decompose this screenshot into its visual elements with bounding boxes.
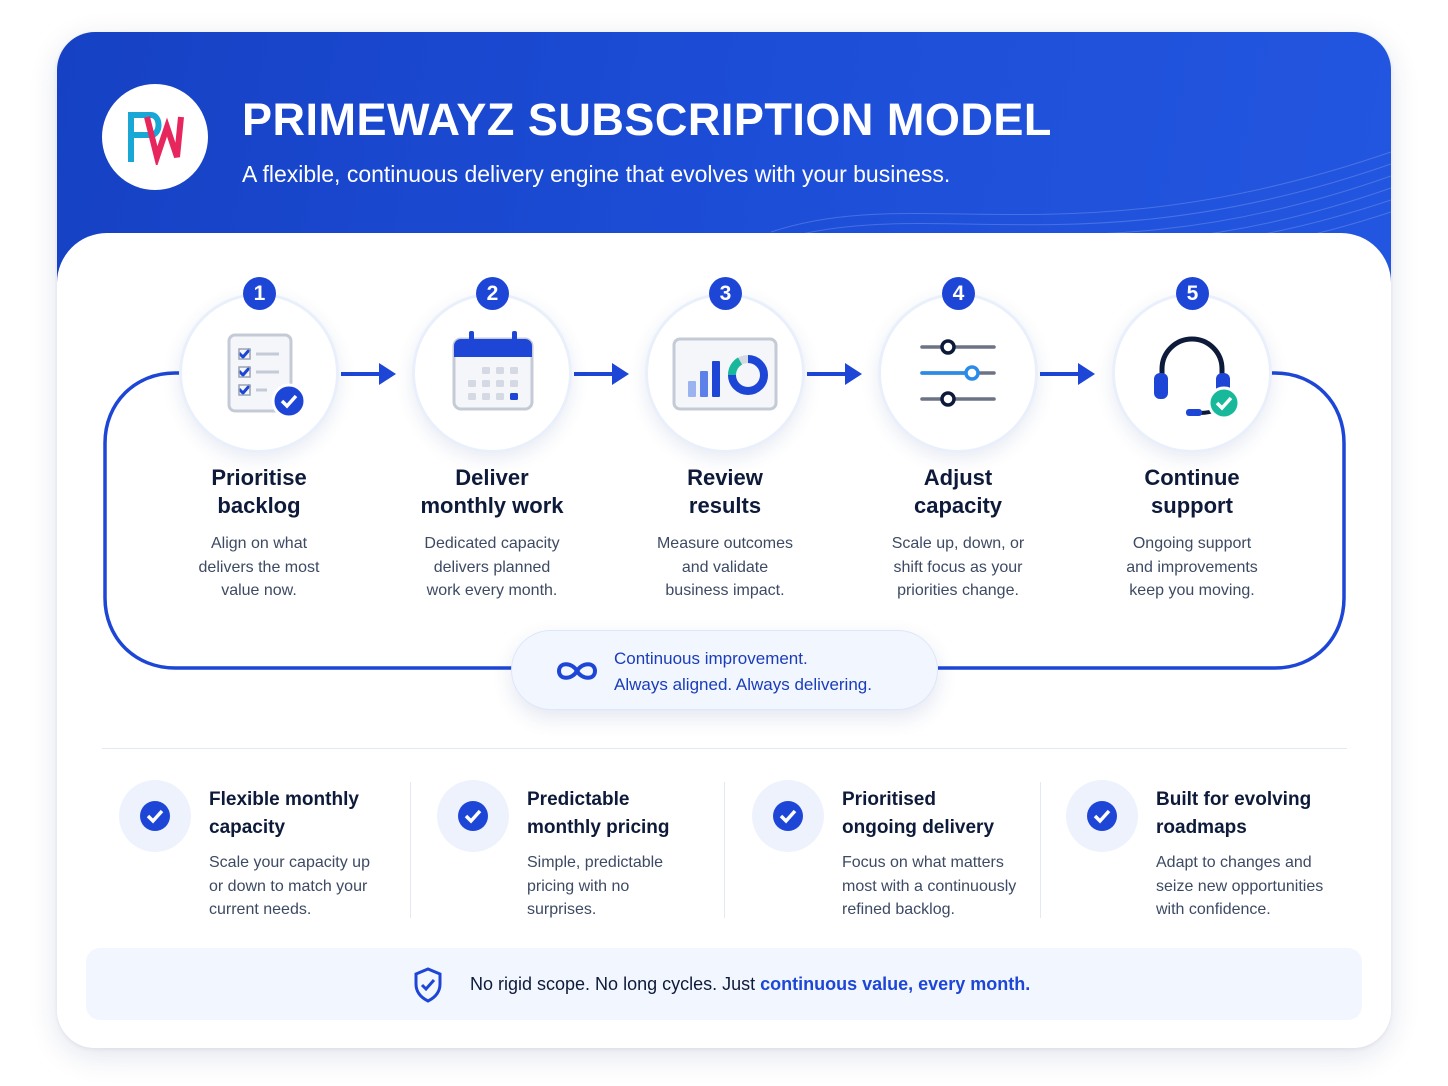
feature-check-circle bbox=[119, 780, 191, 852]
headset-icon bbox=[1154, 336, 1241, 420]
analytics-icon bbox=[672, 337, 778, 411]
arrow-right-icon bbox=[574, 363, 629, 385]
continuous-improvement-pill: Continuous improvement. Always aligned. … bbox=[511, 630, 938, 710]
calendar-icon bbox=[452, 331, 534, 411]
checklist-icon bbox=[227, 333, 307, 419]
step-icon-circle bbox=[1112, 293, 1272, 453]
loop-line-1: Continuous improvement. bbox=[614, 649, 808, 668]
check-circle-icon bbox=[140, 801, 170, 831]
feature-check-circle bbox=[752, 780, 824, 852]
page-subtitle: A flexible, continuous delivery engine t… bbox=[242, 161, 951, 187]
arrow-right-icon bbox=[807, 363, 862, 385]
arrow-right-icon bbox=[341, 363, 396, 385]
step-icon-circle bbox=[179, 293, 339, 453]
step-number-badge: 1 bbox=[243, 277, 276, 310]
step-number-badge: 2 bbox=[476, 277, 509, 310]
feature-check-circle bbox=[1066, 780, 1138, 852]
step-icon-circle bbox=[878, 293, 1038, 453]
loop-line-2: Always aligned. Always delivering. bbox=[614, 675, 872, 694]
check-circle-icon bbox=[1087, 801, 1117, 831]
shield-check-icon bbox=[414, 967, 442, 1003]
check-circle-icon bbox=[773, 801, 803, 831]
feature-separator bbox=[410, 782, 411, 918]
step-number-badge: 4 bbox=[942, 277, 975, 310]
infinity-icon bbox=[556, 662, 598, 680]
company-logo bbox=[102, 84, 208, 190]
step-icon-circle bbox=[412, 293, 572, 453]
section-divider bbox=[102, 748, 1347, 749]
arrow-right-icon bbox=[1040, 363, 1095, 385]
sliders-icon bbox=[920, 339, 996, 407]
feature-check-circle bbox=[437, 780, 509, 852]
feature-separator bbox=[1040, 782, 1041, 918]
step-number-badge: 5 bbox=[1176, 277, 1209, 310]
step-number-badge: 3 bbox=[709, 277, 742, 310]
pw-logo-icon bbox=[128, 112, 184, 165]
check-circle-icon bbox=[458, 801, 488, 831]
feature-separator bbox=[724, 782, 725, 918]
footer-tagline: No rigid scope. No long cycles. Just con… bbox=[470, 974, 1031, 994]
page-title: PRIMEWAYZ SUBSCRIPTION MODEL bbox=[242, 94, 1052, 145]
step-icon-circle bbox=[645, 293, 805, 453]
footer-banner: No rigid scope. No long cycles. Just con… bbox=[86, 948, 1362, 1020]
